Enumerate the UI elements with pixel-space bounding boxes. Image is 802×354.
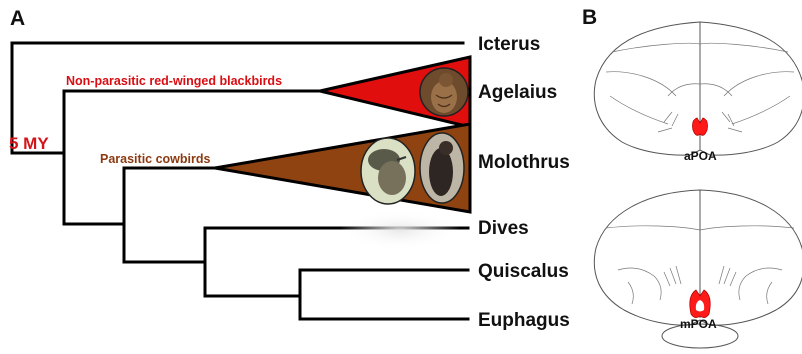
branch-euphagus xyxy=(300,296,468,319)
brain-section-upper: aPOA xyxy=(594,22,802,163)
taxon-label-molothrus: Molothrus xyxy=(478,152,570,173)
cowbird-female-photo xyxy=(361,138,415,204)
panel-b-letter: B xyxy=(582,6,597,29)
phylogenetic-tree: Non-parasitic red-winged blackbirds Para… xyxy=(9,34,570,331)
branch-molothrus xyxy=(124,168,215,224)
panel-a-letter: A xyxy=(10,7,25,30)
mpoa-label: mPOA xyxy=(680,317,717,331)
cowbird-male-photo xyxy=(420,133,464,203)
branch-node3-to-node4 xyxy=(124,224,205,262)
blur-artifact xyxy=(340,210,460,250)
taxon-label-agelaius: Agelaius xyxy=(478,82,557,103)
brain-section-lower: mPOA xyxy=(594,190,802,348)
apoa-label: aPOA xyxy=(684,149,717,163)
taxon-label-icterus: Icterus xyxy=(478,34,540,55)
taxon-label-quiscalus: Quiscalus xyxy=(478,261,569,282)
scale-label: 5 MY xyxy=(9,134,49,153)
agelaius-bird-photo xyxy=(420,68,468,116)
taxon-label-euphagus: Euphagus xyxy=(478,310,570,331)
branch-node4-to-node5 xyxy=(205,262,300,296)
branch-agelaius xyxy=(64,91,320,153)
cowbirds-clade-label: Parasitic cowbirds xyxy=(100,152,211,166)
taxon-label-dives: Dives xyxy=(478,218,529,239)
blackbirds-clade-label: Non-parasitic red-winged blackbirds xyxy=(66,74,282,88)
branch-quiscalus xyxy=(300,270,468,296)
